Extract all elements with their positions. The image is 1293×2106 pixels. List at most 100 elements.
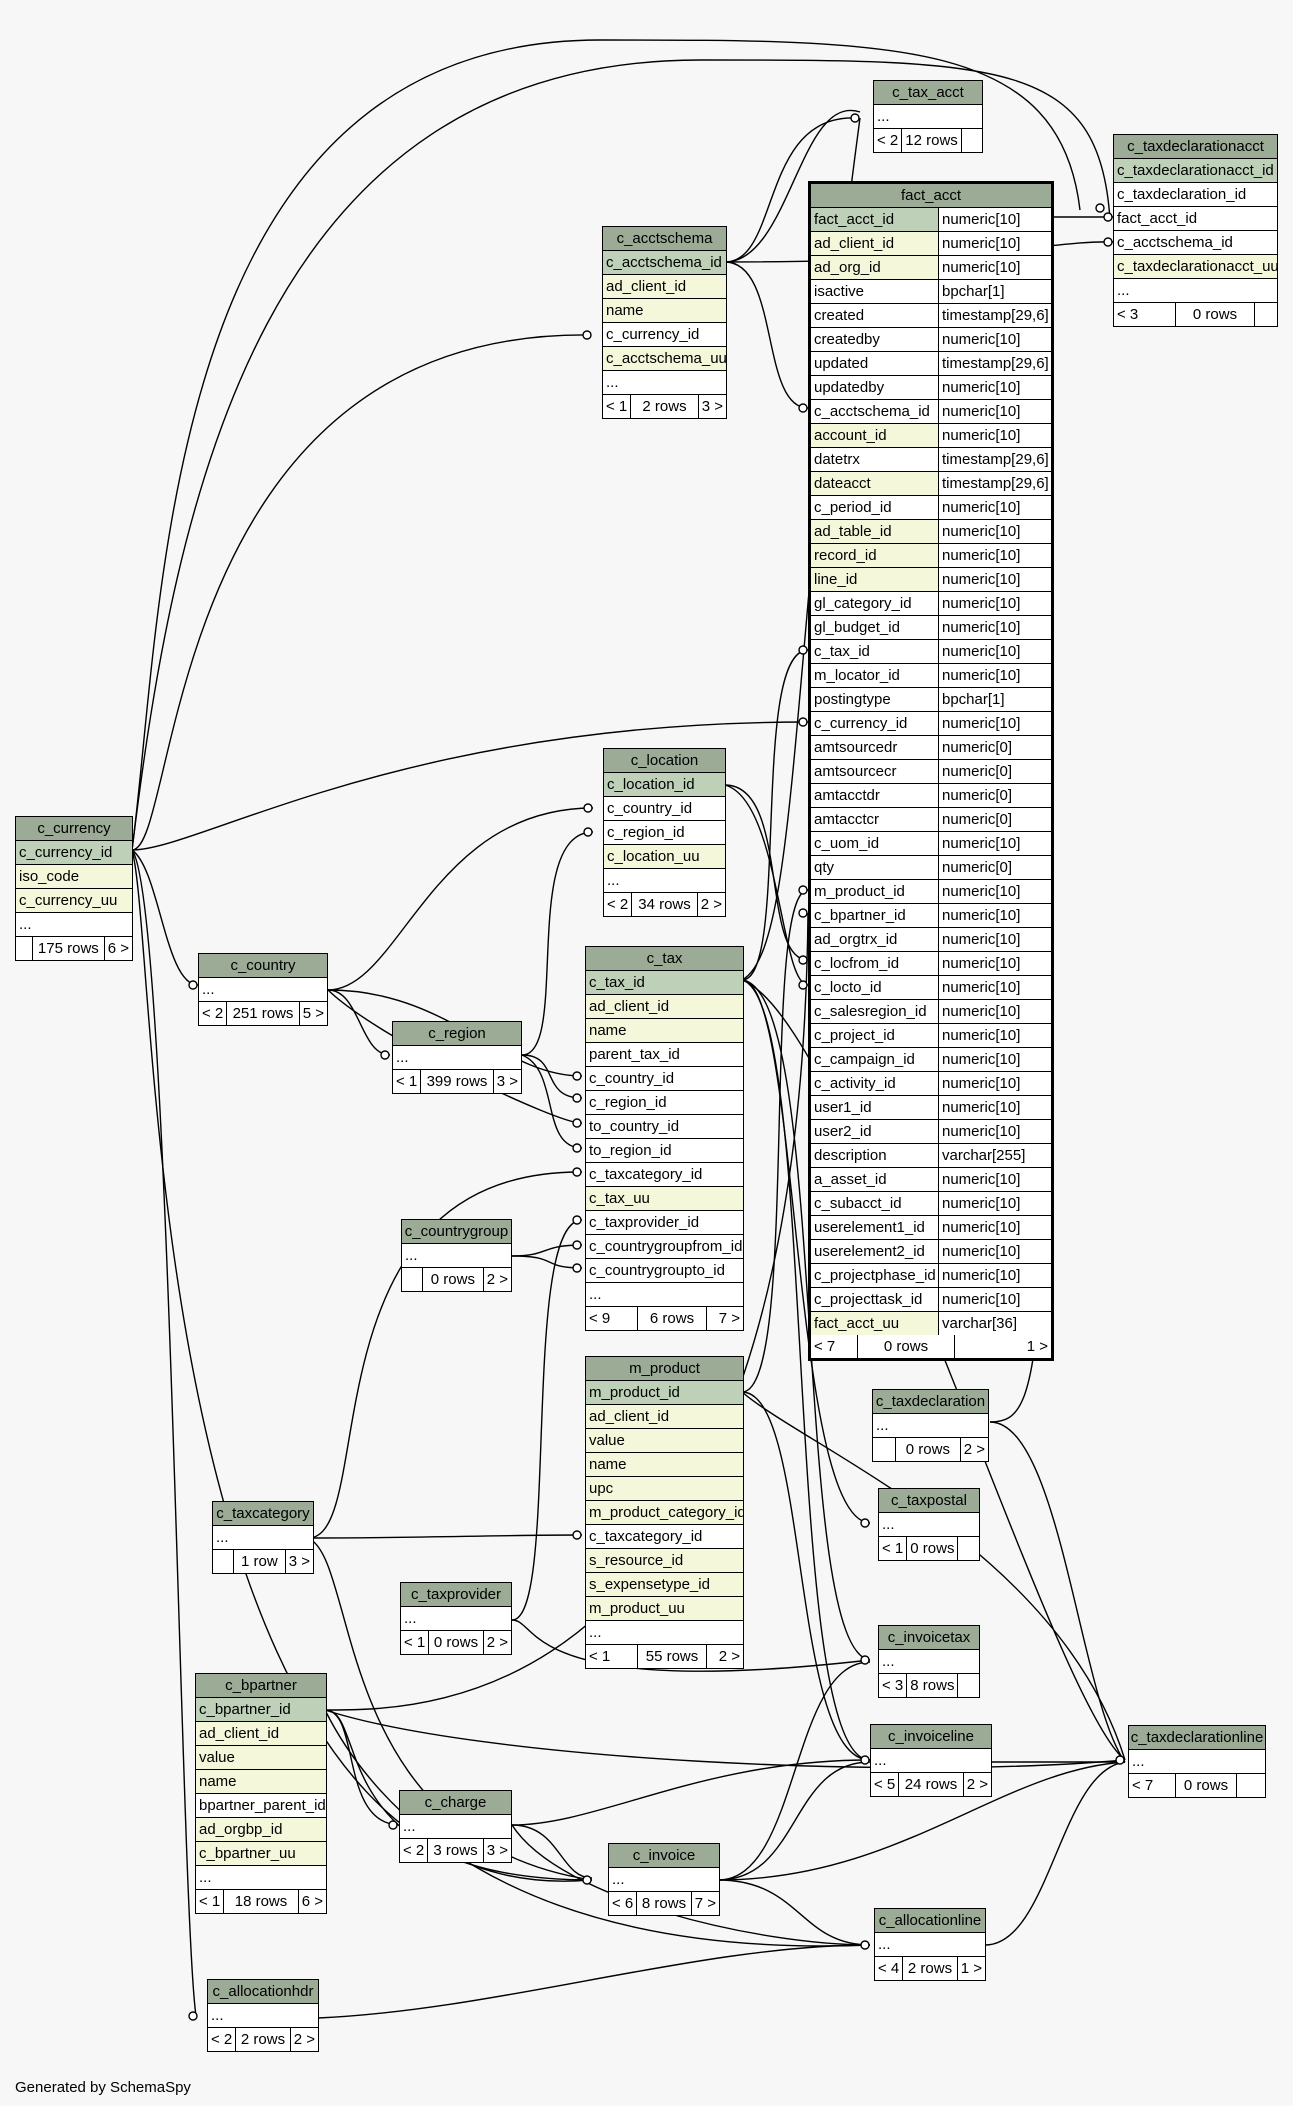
- children-count: [958, 1674, 979, 1697]
- column-name: c_projecttask_id: [814, 1291, 923, 1308]
- table-row: name: [199, 1773, 237, 1790]
- table-row: c_country_id: [589, 1070, 675, 1087]
- table-row: userelement1_id numeric[10]: [811, 1216, 1051, 1240]
- row-count: 12 rows: [902, 129, 962, 152]
- table-c_taxdeclarationacct[interactable]: c_taxdeclarationacct c_taxdeclarationacc…: [1113, 134, 1278, 327]
- parents-count: < 3: [1114, 303, 1176, 326]
- table-c_acctschema[interactable]: c_acctschema c_acctschema_id ad_client_i…: [602, 226, 727, 419]
- table-c_tax[interactable]: c_tax c_tax_id ad_client_id name parent_…: [585, 946, 744, 1331]
- column-name: fact_acct_id: [814, 211, 895, 228]
- row-count: 175 rows: [33, 937, 105, 960]
- children-count: [958, 1537, 979, 1560]
- column-type: numeric[10]: [938, 1240, 1051, 1263]
- table-title: c_invoiceline: [871, 1725, 991, 1749]
- column-name: amtsourcedr: [814, 739, 898, 756]
- column-name: account_id: [814, 427, 887, 444]
- column-type: numeric[10]: [938, 1216, 1051, 1239]
- table-row: ...: [405, 1247, 418, 1264]
- table-row: c_acctschema_uu: [606, 350, 726, 367]
- column-type: numeric[10]: [938, 400, 1051, 423]
- children-count: 2 >: [966, 1776, 988, 1793]
- column-type: numeric[10]: [938, 880, 1051, 903]
- table-row: c_region_id: [589, 1094, 667, 1111]
- table-row: c_countrygroupfrom_id: [589, 1238, 743, 1255]
- parents-count: < 5: [871, 1773, 900, 1796]
- column-name: c_projectphase_id: [814, 1267, 936, 1284]
- table-title: c_taxdeclarationacct: [1114, 135, 1277, 159]
- table-row: name: [589, 1022, 627, 1039]
- children-count: 3 >: [288, 1553, 310, 1570]
- row-count: 0 rows: [907, 1537, 959, 1560]
- table-c_bpartner[interactable]: c_bpartner c_bpartner_id ad_client_id va…: [195, 1673, 327, 1914]
- table-row: c_taxdeclarationacct_uu: [1117, 258, 1277, 275]
- column-type: numeric[0]: [938, 808, 1051, 831]
- children-count: 7 >: [694, 1895, 716, 1912]
- table-title: c_currency: [16, 817, 132, 841]
- column-type: numeric[10]: [938, 1264, 1051, 1287]
- parents-count: < 2: [874, 129, 903, 152]
- column-type: numeric[10]: [938, 1072, 1051, 1095]
- children-count: [962, 129, 982, 152]
- table-row: ...: [606, 374, 619, 391]
- children-count: 3 >: [496, 1073, 518, 1090]
- parents-count: < 9: [586, 1307, 638, 1330]
- parents-count: < 1: [393, 1070, 422, 1093]
- table-row: fact_acct_id: [1117, 210, 1198, 227]
- row-count: 3 rows: [428, 1839, 484, 1862]
- parents-count: [402, 1268, 423, 1291]
- children-count: [1237, 1774, 1265, 1797]
- row-count: 24 rows: [899, 1773, 964, 1796]
- table-c_location[interactable]: c_location c_location_id c_country_id c_…: [603, 748, 726, 917]
- column-name: m_locator_id: [814, 667, 900, 684]
- column-name: updatedby: [814, 379, 885, 396]
- table-m_product[interactable]: m_product m_product_id ad_client_id valu…: [585, 1356, 744, 1669]
- children-count: 6 >: [301, 1893, 323, 1910]
- table-row: c_taxprovider_id: [589, 1214, 700, 1231]
- column-name: c_period_id: [814, 499, 892, 516]
- table-c_currency[interactable]: c_currency c_currency_id iso_code c_curr…: [15, 816, 133, 961]
- children-count: 2 >: [963, 1441, 985, 1458]
- row-count: 2 rows: [903, 1957, 958, 1980]
- table-row: ...: [199, 1869, 212, 1886]
- column-type: bpchar[1]: [938, 280, 1051, 303]
- table-row: ad_orgbp_id: [199, 1821, 283, 1838]
- column-name: c_subacct_id: [814, 1195, 902, 1212]
- children-count: [1255, 303, 1277, 326]
- parents-count: < 2: [199, 1002, 228, 1025]
- row-count: 8 rows: [907, 1674, 959, 1697]
- column-name: ad_client_id: [814, 235, 895, 252]
- column-name: qty: [814, 859, 835, 876]
- column-name: userelement1_id: [814, 1219, 925, 1236]
- column-name: isactive: [814, 283, 865, 300]
- parents-count: < 7: [1129, 1774, 1176, 1797]
